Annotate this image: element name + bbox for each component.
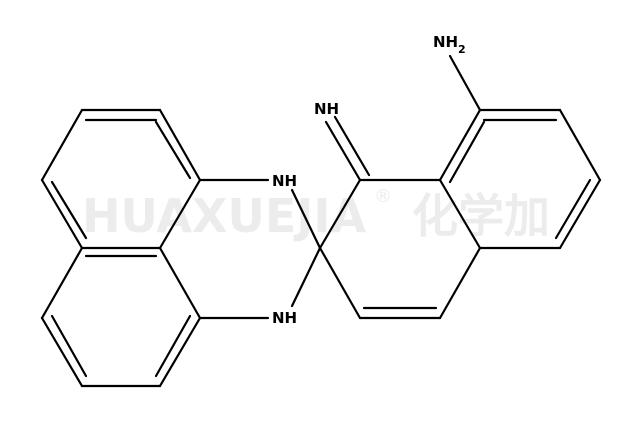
- bond: [40, 178, 84, 250]
- atom-nh-top: NH: [272, 172, 297, 190]
- perimidine-upper-ring: [40, 108, 202, 250]
- atom-nh-bottom: NH: [272, 309, 297, 327]
- imine-group: [324, 115, 371, 182]
- watermark-text: HUAXUEJIA: [82, 189, 367, 243]
- double-bond-inner: [448, 120, 486, 184]
- bond: [318, 246, 362, 320]
- bond: [40, 246, 84, 320]
- bond: [438, 246, 482, 320]
- amine-bond: [448, 54, 482, 112]
- bond: [40, 316, 84, 388]
- right-benzene-ring: [438, 108, 602, 250]
- imine-bond-double: [333, 115, 371, 177]
- double-bond-inner: [154, 120, 192, 180]
- bond: [158, 316, 202, 388]
- imine-bond: [324, 120, 362, 182]
- bond: [158, 246, 202, 320]
- bond: [40, 108, 84, 182]
- double-bond-inner: [154, 314, 192, 378]
- bond-n-spiro-bottom: [290, 246, 322, 308]
- bond: [558, 178, 602, 250]
- atom-amine-nh: NH: [433, 33, 458, 51]
- bond: [558, 108, 602, 182]
- atom-imine-nh: NH: [314, 100, 339, 118]
- watermark-registered: ®: [374, 186, 392, 207]
- bond: [158, 108, 202, 182]
- double-bond-inner: [50, 314, 88, 378]
- watermark-chinese: 化学加: [412, 189, 550, 243]
- bond: [158, 178, 202, 250]
- double-bond-inner: [50, 180, 88, 240]
- perimidine-lower-ring: [40, 246, 202, 388]
- atom-amine-subscript: 2: [458, 43, 466, 56]
- bond: [318, 178, 362, 250]
- bond: [438, 178, 482, 250]
- spiro-ring: [318, 178, 482, 320]
- bond: [438, 108, 482, 182]
- aminal-ring-bonds: [198, 178, 322, 320]
- double-bond-inner: [554, 178, 592, 240]
- bond-n-spiro-top: [290, 188, 322, 250]
